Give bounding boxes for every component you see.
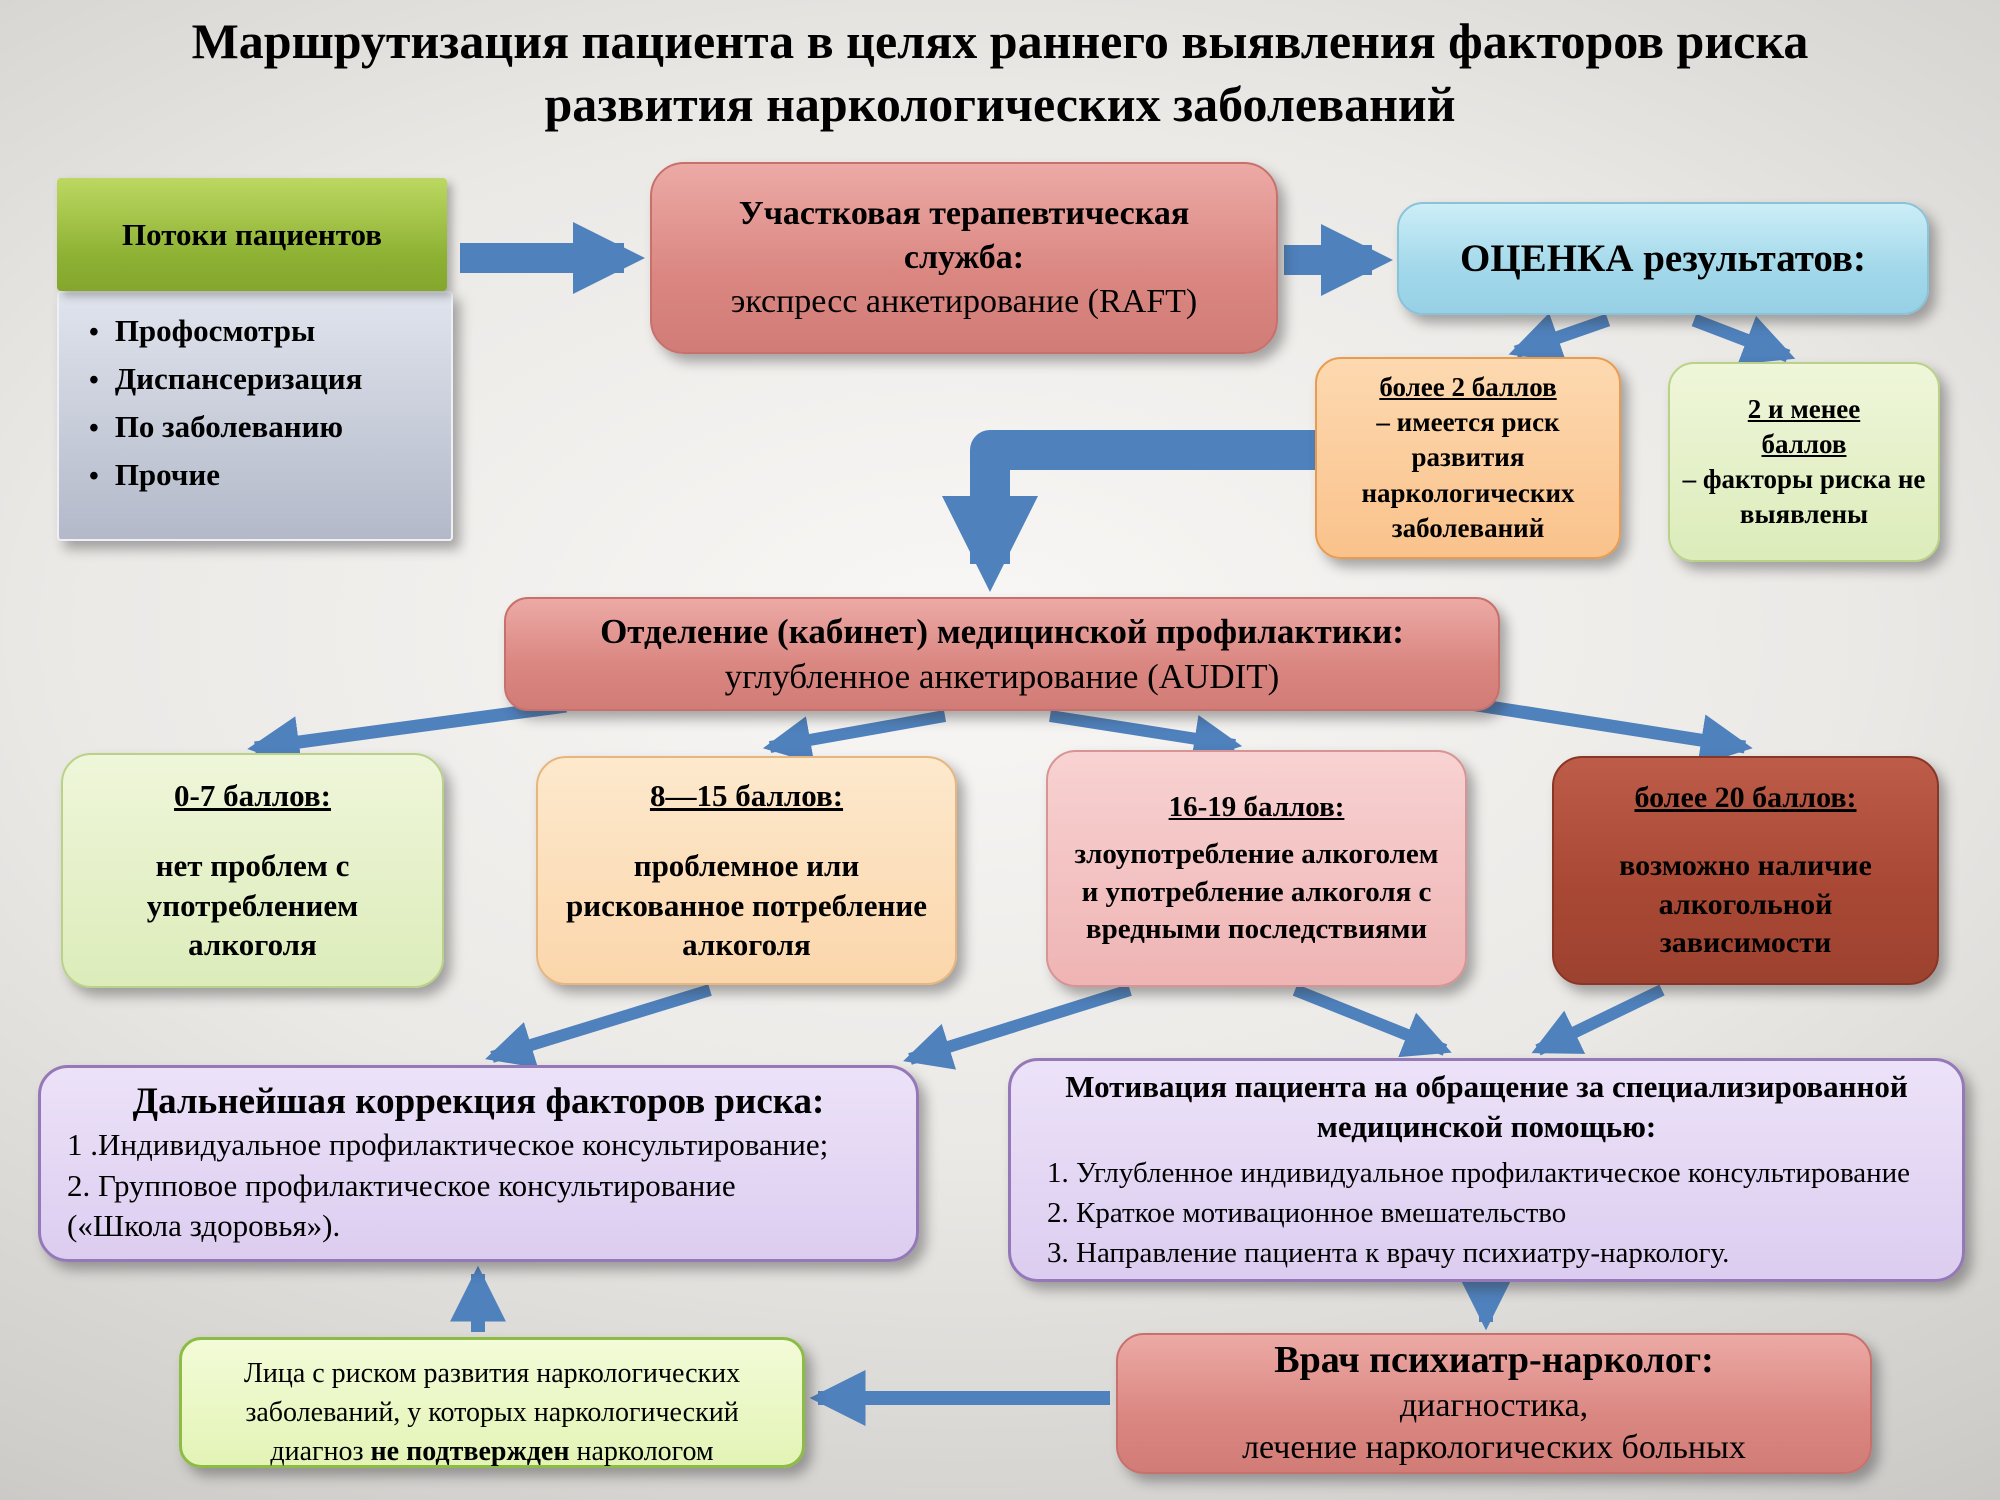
node-prevention-department: Отделение (кабинет) медицинской профилак… <box>504 597 1500 711</box>
score-description: злоупотребление алкоголем и употребление… <box>1074 838 1439 945</box>
node-risk-correction: Дальнейшая коррекция факторов риска: 1 .… <box>38 1065 919 1262</box>
node-audit-0-7: 0-7 баллов: нет проблем с употреблением … <box>61 753 444 988</box>
score-label: 2 и менее баллов <box>1747 393 1861 459</box>
list-item: («Школа здоровья»). <box>67 1208 341 1244</box>
node-line: диагностика, <box>1399 1386 1589 1424</box>
node-title: ОЦЕНКА результатов: <box>1460 237 1866 280</box>
list-item: • Прочие <box>89 457 220 493</box>
node-title: Дальнейшая коррекция факторов риска: <box>132 1080 825 1122</box>
bullet-icon: • <box>89 413 99 444</box>
node-title: Мотивация пациента на обращение за специ… <box>1065 1068 1908 1144</box>
node-title: Врач психиатр-нарколог: <box>1274 1339 1714 1382</box>
arrow-score-16-19-to-motivation <box>1292 984 1452 1058</box>
list-item-label: Диспансеризация <box>114 361 363 396</box>
bullet-icon: • <box>89 461 99 492</box>
node-text: наркологом <box>569 1436 714 1468</box>
bullet-icon: • <box>89 365 99 396</box>
score-description: – факторы риска не выявлены <box>1682 464 1926 530</box>
arrow-prevention-to-score-0-7 <box>247 699 567 768</box>
list-item: • По заболеванию <box>89 409 343 445</box>
arrow-prevention-to-score-8-15 <box>762 710 947 764</box>
arrow-score-20-to-motivation <box>1531 984 1665 1056</box>
node-patient-motivation: Мотивация пациента на обращение за специ… <box>1008 1058 1965 1282</box>
score-description: – имеется риск развития наркологических … <box>1361 407 1575 543</box>
list-item: 2. Краткое мотивационное вмешательство <box>1047 1197 1567 1230</box>
arrow-score-16-19-to-correction <box>903 984 1132 1070</box>
node-line: лечение наркологических больных <box>1242 1429 1746 1467</box>
score-label: 8—15 баллов: <box>649 778 844 814</box>
node-audit-more-20: более 20 баллов: возможно наличие алкого… <box>1552 756 1939 985</box>
bullet-icon: • <box>89 317 99 348</box>
arrow-evaluation-to-no-risk <box>1691 313 1796 365</box>
list-item: 3. Направление пациента к врачу психиатр… <box>1047 1237 1730 1270</box>
list-item: 1. Углубленное индивидуальное профилакти… <box>1047 1157 1911 1190</box>
list-item-label: Профосмотры <box>114 313 316 348</box>
score-description: нет проблем с употреблением алкоголя <box>146 847 359 963</box>
score-label: более 2 баллов <box>1379 372 1557 403</box>
diagram-title: Маршрутизация пациента в целях раннего в… <box>191 13 1809 132</box>
node-subtitle: углубленное анкетирование (AUDIT) <box>724 657 1280 696</box>
score-label: более 20 баллов: <box>1634 780 1857 814</box>
node-patient-flows-header: Потоки пациентов <box>57 178 447 291</box>
patient-flows-header-label: Потоки пациентов <box>122 216 382 252</box>
node-title: Отделение (кабинет) медицинской профилак… <box>600 611 1404 651</box>
node-results-evaluation: ОЦЕНКА результатов: <box>1397 202 1929 315</box>
node-score-more-than-2: более 2 баллов – имеется риск развития н… <box>1315 357 1621 559</box>
node-patient-flows-list: • Профосмотры • Диспансеризация • По заболе… <box>57 291 453 541</box>
node-subtitle: экспресс анкетирование (RAFT) <box>730 283 1198 321</box>
node-text-bold: не подтвержден <box>370 1436 570 1468</box>
list-item: 2. Групповое профилактическое консультир… <box>67 1167 736 1203</box>
node-narcologist: Врач психиатр-нарколог: диагностика, леч… <box>1116 1333 1872 1474</box>
arrow-evaluation-to-risk <box>1508 312 1611 363</box>
node-score-2-or-less: 2 и менее баллов – факторы риска не выяв… <box>1668 362 1940 562</box>
list-item-label: Прочие <box>114 457 220 492</box>
arrow-prevention-to-score-20 <box>1443 693 1753 766</box>
score-label: 0-7 баллов: <box>174 778 331 814</box>
node-audit-8-15: 8—15 баллов: проблемное или рискованное … <box>536 756 957 985</box>
node-therapeutic-service: Участковая терапевтическая служба: экспр… <box>650 162 1278 354</box>
list-item-label: По заболеванию <box>114 409 344 444</box>
list-item: • Профосмотры <box>89 313 315 349</box>
arrow-score-8-15-to-correction <box>485 984 712 1068</box>
node-unconfirmed-diagnosis: Лица с риском развития наркологических з… <box>179 1337 805 1468</box>
score-label: 16-19 баллов: <box>1168 791 1345 824</box>
score-description: возможно наличие алкогольной зависимости <box>1619 849 1872 959</box>
arrow-prevention-to-score-16-19 <box>1049 710 1243 763</box>
node-audit-16-19: 16-19 баллов: злоупотребление алкоголем … <box>1046 750 1467 987</box>
node-text: Лица с риском развития наркологических з… <box>243 1358 741 1468</box>
score-description: проблемное или рискованное потребление а… <box>566 847 927 963</box>
list-item: 1 .Индивидуальное профилактическое консу… <box>67 1126 829 1162</box>
arrow-risk-to-prevention <box>942 430 1330 592</box>
list-item: • Диспансеризация <box>89 361 362 397</box>
node-title: Участковая терапевтическая служба: <box>738 194 1190 276</box>
